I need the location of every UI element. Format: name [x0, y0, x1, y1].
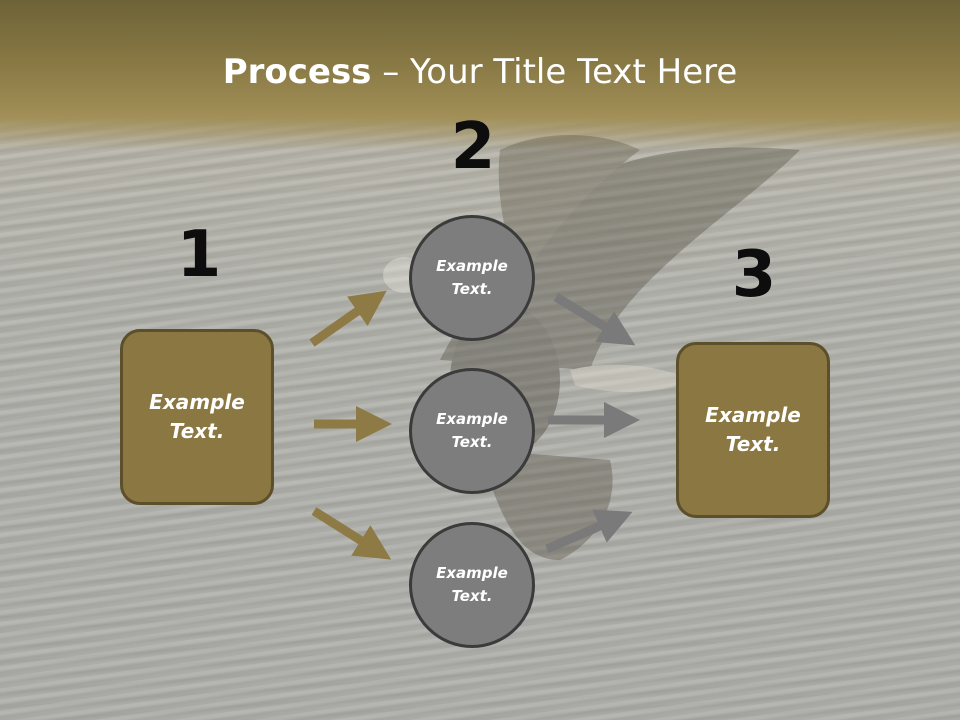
circle-bottom-text-line2: Text. — [451, 587, 493, 605]
slide-title: Process – Your Title Text Here — [0, 52, 960, 92]
title-bold-part: Process — [222, 52, 372, 92]
step-3-text-line2: Text. — [725, 432, 781, 456]
step-1-text: Example Text. — [137, 388, 257, 446]
step-2-circle-top: Example Text. — [409, 215, 535, 341]
circle-top-text-line2: Text. — [451, 280, 493, 298]
step-1-text-line1: Example — [149, 390, 245, 414]
step-2-circle-bottom: Example Text. — [409, 522, 535, 648]
circle-bottom-text: Example Text. — [427, 562, 517, 608]
circle-middle-text: Example Text. — [427, 408, 517, 454]
circle-middle-text-line2: Text. — [451, 433, 493, 451]
step-number-1: 1 — [176, 218, 222, 292]
step-number-2: 2 — [450, 110, 496, 184]
circle-middle-text-line1: Example — [436, 410, 508, 428]
header-band — [0, 0, 960, 150]
step-3-text: Example Text. — [693, 401, 813, 459]
circle-top-text: Example Text. — [427, 255, 517, 301]
circle-top-text-line1: Example — [436, 257, 508, 275]
step-1-text-line2: Text. — [169, 419, 225, 443]
step-number-3: 3 — [731, 238, 777, 312]
step-3-box: Example Text. — [676, 342, 830, 518]
circle-bottom-text-line1: Example — [436, 564, 508, 582]
step-3-text-line1: Example — [705, 403, 801, 427]
step-2-circle-middle: Example Text. — [409, 368, 535, 494]
title-rest-part: – Your Title Text Here — [371, 52, 738, 92]
step-1-box: Example Text. — [120, 329, 274, 505]
